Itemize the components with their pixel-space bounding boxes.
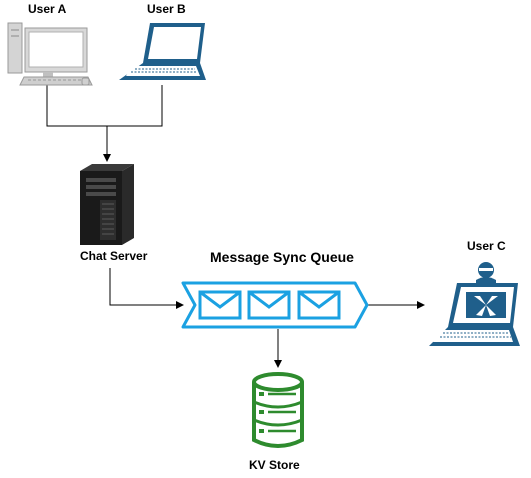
envelope-icon [297,290,341,320]
edge-user-a-to-server [46,85,107,127]
connectors [46,85,425,368]
laptop-user-icon [429,262,520,346]
user-c-label: User C [467,239,506,253]
message-queue-icon [181,281,369,329]
envelope-icon [198,290,242,320]
desktop-computer-icon [7,22,93,86]
server-tower-icon [80,164,134,245]
user-a-label: User A [28,2,67,16]
database-icon [252,372,304,448]
edge-server-to-queue [109,268,184,309]
kv-store-label: KV Store [249,458,300,472]
queue-label: Message Sync Queue [210,249,354,265]
chat-server-label: Chat Server [80,249,148,263]
laptop-icon [119,23,206,80]
user-b-label: User B [147,2,186,16]
envelope-icon [247,290,291,320]
edge-user-b-to-server [103,85,163,162]
